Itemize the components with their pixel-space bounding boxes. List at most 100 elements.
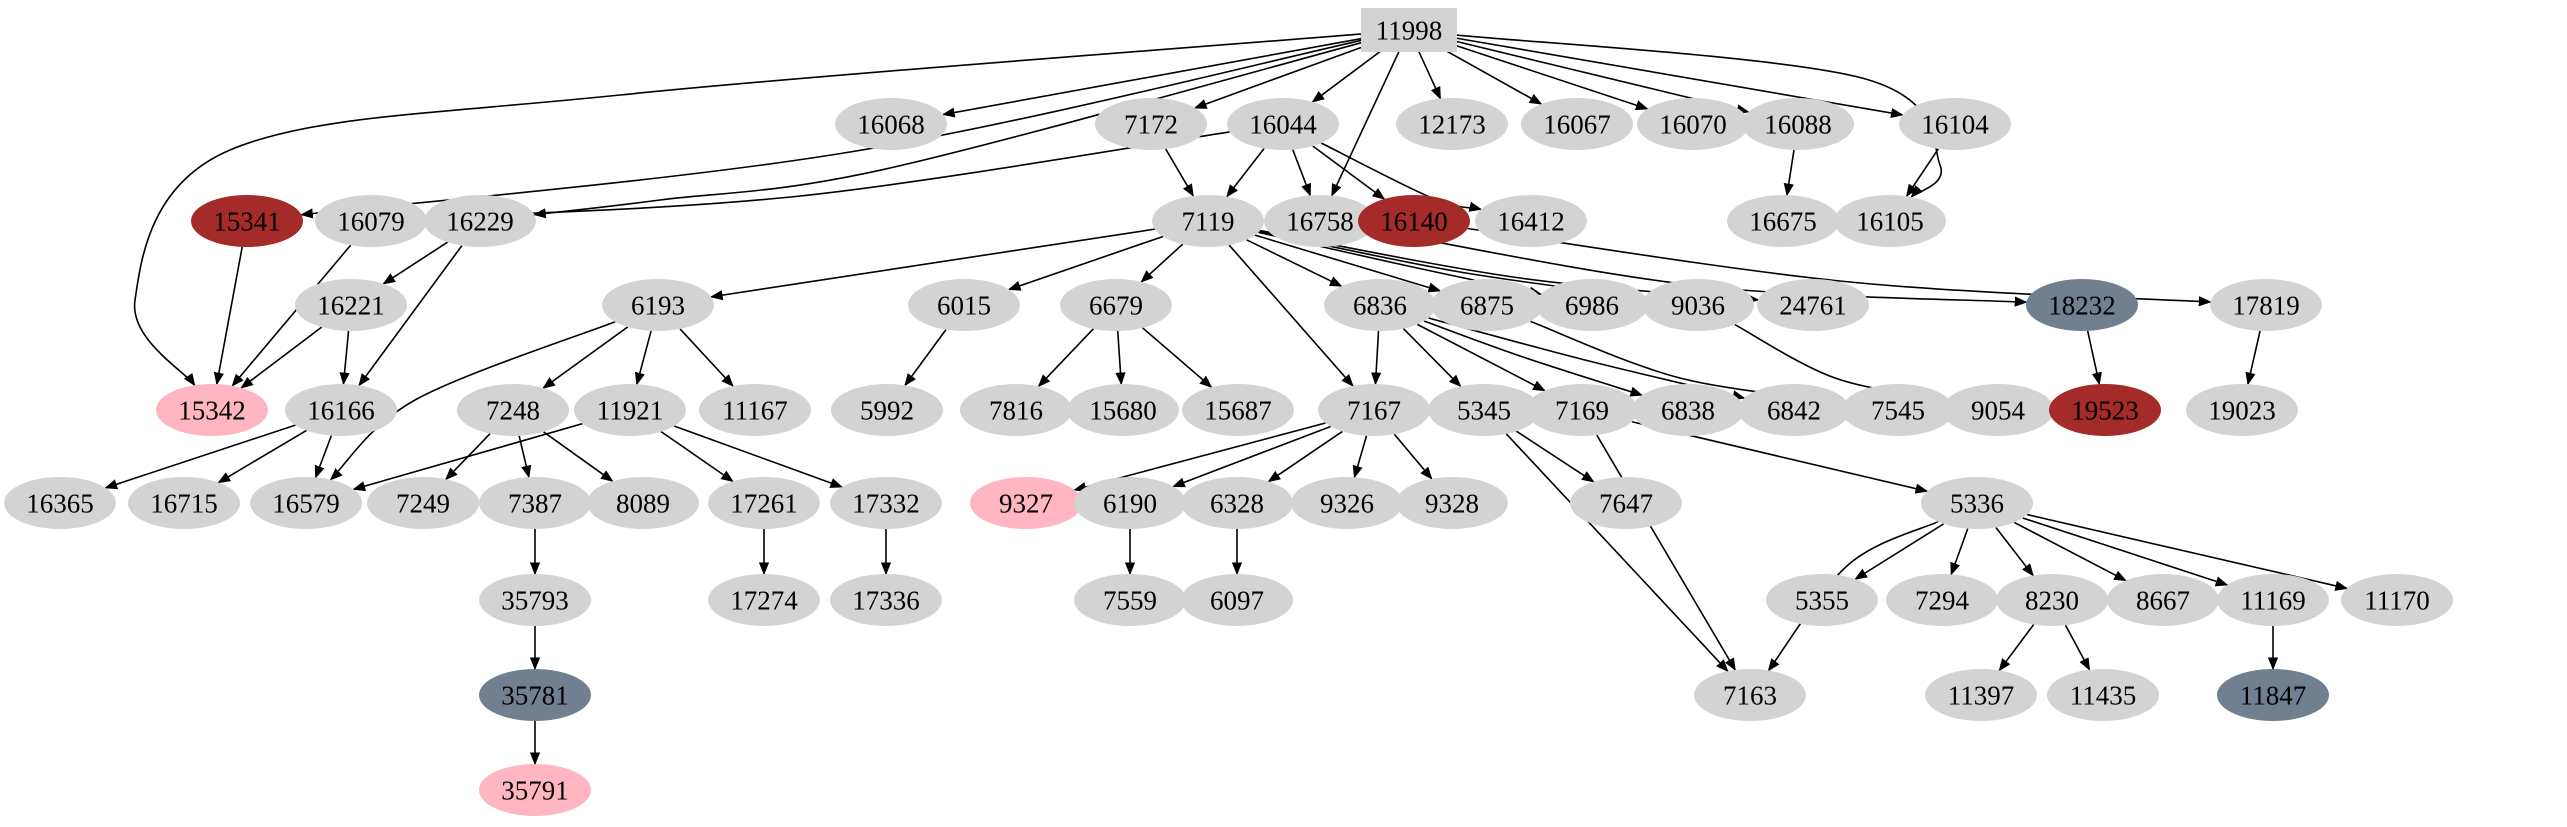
graph-node-7249: 7249 [367,477,479,529]
graph-node-12173: 12173 [1396,98,1508,150]
node-ellipse-shape [479,477,591,529]
graph-node-16088: 16088 [1742,98,1854,150]
node-ellipse-shape [699,384,811,436]
node-label: 6679 [1089,290,1143,320]
graph-node-6015: 6015 [908,279,1020,331]
graph-edge-11998-16068 [941,37,1365,118]
node-label: 17261 [730,488,798,518]
graph-node-6679: 6679 [1060,279,1172,331]
graph-node-11847: 11847 [2217,669,2329,721]
graph-node-19523: 19523 [2049,384,2161,436]
node-ellipse-shape [708,477,820,529]
node-label: 16044 [1249,109,1317,139]
graph-node-15680: 15680 [1067,384,1179,436]
graph-node-18232: 18232 [2026,279,2138,331]
graph-edge-7119-6875 [1254,234,1442,293]
node-label: 35793 [501,585,569,615]
graph-node-9327: 9327 [970,477,1082,529]
graph-node-7816: 7816 [960,384,1072,436]
node-ellipse-shape [1899,98,2011,150]
graph-edge-6836-5345 [1402,328,1462,388]
graph-node-9036: 9036 [1642,279,1754,331]
node-label: 6097 [1210,585,1264,615]
node-ellipse-shape [1181,574,1293,626]
node-ellipse-shape [1324,279,1436,331]
node-label: 9327 [999,488,1053,518]
node-label: 7816 [989,395,1043,425]
node-label: 16068 [857,109,925,139]
graph-node-6836: 6836 [1324,279,1436,331]
node-label: 15341 [213,206,281,236]
graph-edge-6193-16579 [329,321,616,481]
node-ellipse-shape [2217,669,2329,721]
graph-edge-7119-6015 [1007,235,1164,291]
node-ellipse-shape [1925,669,2037,721]
graph-edge-16229-16166 [358,245,463,387]
node-ellipse-shape [1264,195,1376,247]
node-ellipse-shape [1766,574,1878,626]
graph-node-16229: 16229 [424,195,536,247]
graph-node-16105: 16105 [1834,195,1946,247]
graph-node-11170: 11170 [2341,574,2453,626]
node-label: 16067 [1543,109,1611,139]
node-label: 12173 [1418,109,1486,139]
node-label: 6015 [937,290,991,320]
graph-edge-7167-9328 [1393,433,1433,480]
graph-node-7163: 7163 [1694,669,1806,721]
graph-edge-11998-15341 [300,38,1366,219]
node-label: 7248 [486,395,540,425]
graph-edge-11998-15342 [133,33,1362,387]
node-ellipse-shape [315,195,427,247]
node-label: 17332 [852,488,920,518]
node-label: 7119 [1182,206,1235,236]
graph-node-7545: 7545 [1842,384,1954,436]
node-label: 15687 [1204,395,1272,425]
node-ellipse-shape [2047,669,2159,721]
node-ellipse-shape [1834,195,1946,247]
graph-node-9054: 9054 [1942,384,2054,436]
node-ellipse-shape [1181,477,1293,529]
graph-node-16079: 16079 [315,195,427,247]
node-label: 16221 [317,290,385,320]
node-ellipse-shape [1074,574,1186,626]
node-label: 16579 [272,488,340,518]
node-label: 11921 [597,395,664,425]
node-ellipse-shape [1694,669,1806,721]
graph-edge-16044-7119 [1226,147,1265,198]
graph-node-17332: 17332 [830,477,942,529]
node-label: 7294 [1915,585,1970,615]
node-ellipse-shape [1067,384,1179,436]
node-ellipse-shape [2049,384,2161,436]
node-label: 7559 [1103,585,1157,615]
node-label: 17274 [730,585,798,615]
graph-node-6193: 6193 [602,279,714,331]
node-label: 5336 [1950,488,2004,518]
node-ellipse-shape [1727,195,1839,247]
graph-edge-7248-7387 [518,435,532,479]
graph-edge-16044-16079 [425,131,1230,223]
node-ellipse-shape [1182,384,1294,436]
graph-node-7559: 7559 [1074,574,1186,626]
node-label: 6842 [1767,395,1821,425]
node-ellipse-shape [2217,574,2329,626]
node-ellipse-shape [128,477,240,529]
node-label: 16105 [1856,206,1924,236]
node-label: 8089 [616,488,670,518]
node-ellipse-shape [1632,384,1744,436]
graph-edge-7172-7119 [1165,148,1194,198]
node-label: 16715 [150,488,218,518]
node-label: 5992 [860,395,914,425]
node-box-shape [1361,8,1457,52]
node-label: 8667 [2136,585,2190,615]
node-ellipse-shape [1095,98,1207,150]
node-label: 9054 [1971,395,2026,425]
graph-node-5345: 5345 [1428,384,1540,436]
graph-node-16070: 16070 [1637,98,1749,150]
graph-node-11169: 11169 [2217,574,2329,626]
graph-edge-11921-17261 [660,430,734,483]
graph-node-11435: 11435 [2047,669,2159,721]
graph-node-8667: 8667 [2107,574,2219,626]
graph-node-6838: 6838 [1632,384,1744,436]
graph-edge-11998-16070 [1447,42,1649,111]
